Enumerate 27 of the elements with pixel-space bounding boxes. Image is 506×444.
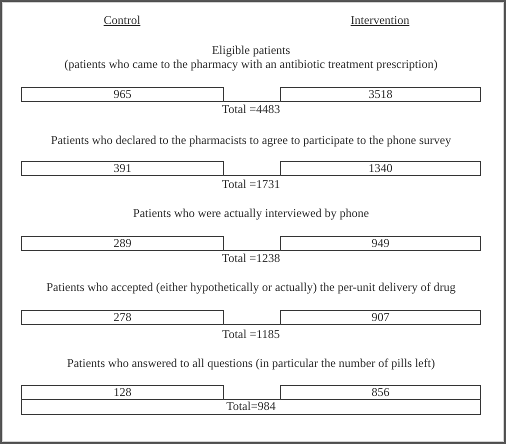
connector-line [224, 101, 280, 102]
stage-heading: Eligible patients [212, 43, 290, 57]
count-box: 965 [21, 87, 224, 102]
count-box: 907 [280, 310, 481, 325]
count-box: 391 [21, 161, 224, 176]
total-count: Total =1185 [222, 327, 280, 341]
total-box: Total=984 [21, 399, 481, 415]
connector-line [224, 175, 280, 176]
total-count: Total =4483 [222, 102, 280, 116]
total-count: Total =1731 [222, 177, 280, 191]
stage-heading: Patients who declared to the pharmacists to agree to participate to the phone survey [50, 133, 452, 147]
connector-line [224, 250, 280, 251]
stage-heading: Patients who answered to all questions (in particular the number of pills left) [67, 356, 435, 370]
count-box: 949 [280, 236, 481, 251]
stage-heading: Patients who were actually interviewed by phone [133, 206, 369, 220]
count-box: 856 [280, 385, 481, 400]
group-heading: Control [104, 13, 140, 27]
count-box: 289 [21, 236, 224, 251]
count-box: 128 [21, 385, 224, 400]
stage-description: (patients who came to the pharmacy with an antibiotic treatment prescription) [64, 57, 438, 71]
count-box: 1340 [280, 161, 481, 176]
stage-heading: Patients who accepted (either hypothetically or actually) the per-unit delivery of drug [46, 280, 456, 294]
count-box: 278 [21, 310, 224, 325]
connector-line [224, 324, 280, 325]
total-count: Total =1238 [222, 251, 280, 265]
group-heading: Intervention [350, 13, 410, 27]
count-box: 3518 [280, 87, 481, 102]
